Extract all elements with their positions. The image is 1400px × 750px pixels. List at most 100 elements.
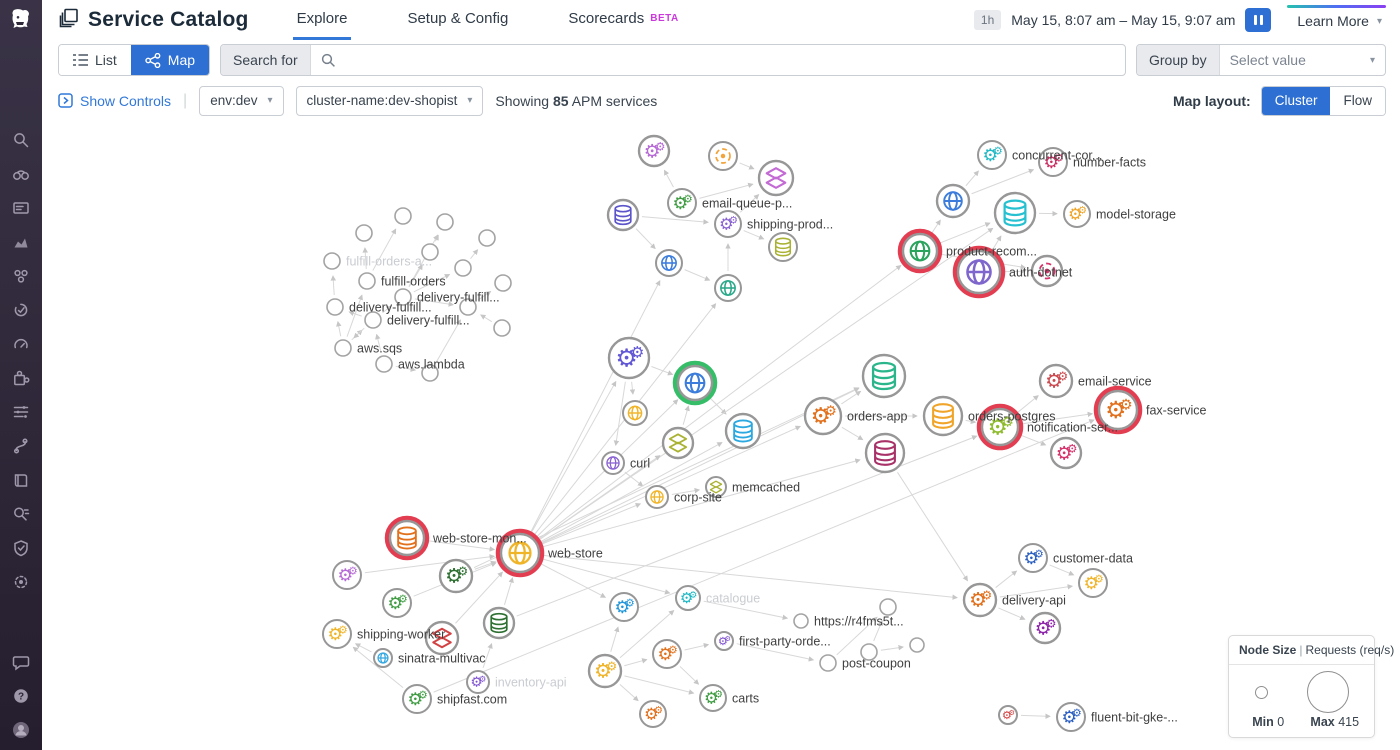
service-node[interactable] — [421, 243, 439, 261]
service-node[interactable] — [661, 426, 695, 460]
service-node[interactable] — [724, 412, 762, 450]
monitors-icon[interactable] — [11, 334, 31, 354]
search-input[interactable] — [311, 45, 1125, 75]
search-icon[interactable] — [11, 130, 31, 150]
learn-more-button[interactable]: Learn More ▾ — [1287, 5, 1386, 35]
time-preset-badge[interactable]: 1h — [973, 10, 1002, 30]
service-node[interactable]: ⚙⚙ — [1056, 702, 1086, 732]
service-node[interactable] — [861, 353, 907, 399]
service-node[interactable] — [819, 654, 837, 672]
support-icon[interactable] — [11, 652, 31, 672]
service-node[interactable]: ⚙⚙ — [977, 140, 1007, 170]
service-node[interactable]: ⚙⚙ — [699, 684, 727, 712]
service-node[interactable] — [421, 364, 439, 382]
service-node[interactable] — [373, 648, 393, 668]
service-node[interactable] — [495, 528, 545, 578]
dashboards-icon[interactable] — [11, 198, 31, 218]
service-node[interactable] — [714, 274, 742, 302]
service-node[interactable] — [864, 432, 906, 474]
service-node[interactable] — [705, 476, 727, 498]
service-node[interactable] — [860, 643, 878, 661]
avatar-icon[interactable] — [11, 720, 31, 740]
tab-explore[interactable]: Explore — [292, 0, 352, 40]
service-node[interactable] — [358, 272, 376, 290]
service-node[interactable]: ⚙⚙ — [382, 588, 412, 618]
service-node[interactable]: ⚙⚙ — [332, 560, 362, 590]
help-icon[interactable]: ? — [11, 686, 31, 706]
service-node[interactable] — [909, 637, 925, 653]
service-node[interactable]: ⚙⚙ — [1038, 147, 1068, 177]
service-node[interactable]: ⚙⚙ — [607, 336, 651, 380]
ci-icon[interactable] — [11, 436, 31, 456]
time-range-text[interactable]: May 15, 8:07 am – May 15, 9:07 am — [1011, 12, 1236, 28]
service-node[interactable] — [655, 249, 683, 277]
service-node[interactable] — [708, 141, 738, 171]
service-node[interactable] — [355, 224, 373, 242]
service-node[interactable] — [482, 606, 516, 640]
service-node[interactable] — [622, 400, 648, 426]
log-explorer-icon[interactable] — [11, 504, 31, 524]
pause-button[interactable] — [1245, 8, 1272, 32]
service-node[interactable]: ⚙⚙ — [667, 188, 697, 218]
service-node[interactable]: ⚙⚙ — [1063, 200, 1091, 228]
metrics-icon[interactable] — [11, 232, 31, 252]
service-node[interactable]: ⚙⚙ — [976, 403, 1024, 451]
service-node[interactable]: ⚙⚙ — [322, 619, 352, 649]
service-node[interactable]: ⚙⚙ — [1093, 385, 1143, 435]
service-node[interactable] — [436, 213, 454, 231]
service-node[interactable] — [494, 274, 512, 292]
service-map-canvas[interactable]: ⚙⚙ ⚙⚙ ⚙⚙ ⚙⚙ ⚙⚙ ⚙⚙ ⚙⚙ ⚙⚙ ⚙⚙ ⚙⚙ ⚙⚙ ⚙⚙ ⚙⚙ ⚙⚙ ⚙⚙ ⚙⚙ ⚙⚙ ⚙⚙ ⚙⚙ ⚙⚙… — [42, 125, 1400, 750]
service-node[interactable] — [493, 319, 511, 337]
service-node[interactable]: ⚙⚙ — [714, 631, 734, 651]
show-controls-button[interactable]: Show Controls — [58, 93, 171, 109]
service-node[interactable] — [394, 207, 412, 225]
service-node[interactable] — [1030, 254, 1064, 288]
service-node[interactable] — [922, 395, 964, 437]
service-node[interactable] — [384, 515, 430, 561]
datadog-logo-icon[interactable] — [7, 6, 35, 34]
service-node[interactable]: ⚙⚙ — [1038, 363, 1074, 399]
service-node[interactable] — [645, 485, 669, 509]
service-node[interactable] — [793, 613, 809, 629]
service-node[interactable] — [897, 228, 943, 274]
logs-icon[interactable] — [11, 402, 31, 422]
layout-flow-button[interactable]: Flow — [1330, 86, 1385, 115]
service-node[interactable]: ⚙⚙ — [714, 210, 742, 238]
tab-setup-config[interactable]: Setup & Config — [407, 10, 509, 27]
security-icon[interactable] — [11, 538, 31, 558]
service-node[interactable]: ⚙⚙ — [1078, 568, 1108, 598]
service-node[interactable] — [394, 288, 412, 306]
service-node[interactable]: ⚙⚙ — [803, 396, 843, 436]
integrations-icon[interactable] — [11, 368, 31, 388]
notebooks-icon[interactable] — [11, 470, 31, 490]
service-node[interactable]: ⚙⚙ — [402, 684, 432, 714]
service-node[interactable]: ⚙⚙ — [1028, 611, 1062, 645]
service-node[interactable] — [323, 252, 341, 270]
service-node[interactable]: ⚙⚙ — [639, 700, 667, 728]
service-node[interactable]: ⚙⚙ — [438, 558, 474, 594]
service-node[interactable] — [879, 598, 897, 616]
group-by-select[interactable]: Select value ▾ — [1229, 52, 1375, 68]
layout-cluster-button[interactable]: Cluster — [1261, 86, 1331, 115]
service-node[interactable] — [952, 245, 1006, 299]
service-node[interactable] — [993, 191, 1037, 235]
filter-env-dev[interactable]: env:dev ▾ — [199, 85, 284, 116]
service-node[interactable]: ⚙⚙ — [587, 653, 623, 689]
service-node[interactable]: ⚙⚙ — [998, 705, 1018, 725]
infrastructure-icon[interactable] — [11, 266, 31, 286]
service-node[interactable] — [757, 159, 795, 197]
service-node[interactable]: ⚙⚙ — [466, 670, 490, 694]
service-node[interactable]: ⚙⚙ — [609, 592, 639, 622]
service-node[interactable] — [459, 298, 477, 316]
service-node[interactable]: ⚙⚙ — [675, 585, 701, 611]
service-node[interactable] — [334, 339, 352, 357]
service-node[interactable]: ⚙⚙ — [637, 134, 671, 168]
service-node[interactable] — [424, 620, 460, 656]
service-node[interactable] — [454, 259, 472, 277]
service-node[interactable] — [364, 311, 382, 329]
map-toggle-button[interactable]: Map — [130, 45, 210, 75]
service-node[interactable] — [935, 183, 971, 219]
filter-cluster-name[interactable]: cluster-name:dev-shopist ▾ — [295, 85, 484, 116]
service-node[interactable] — [478, 229, 496, 247]
service-node[interactable] — [672, 360, 718, 406]
